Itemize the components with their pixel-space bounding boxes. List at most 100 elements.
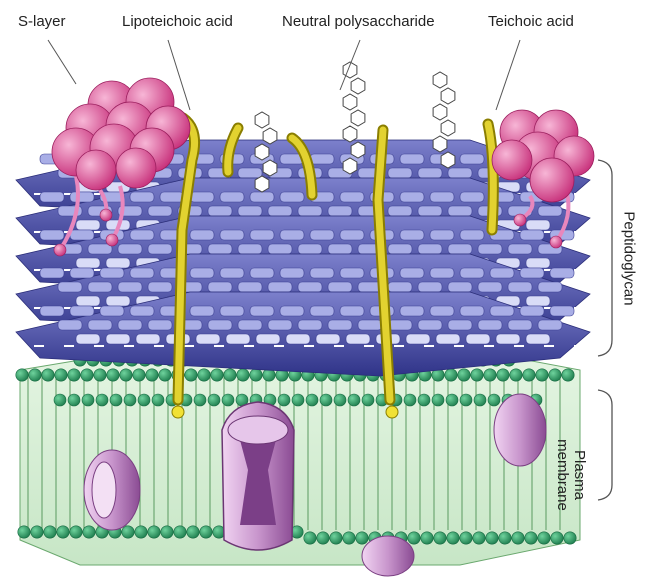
glycan-bead (400, 268, 424, 278)
lipid-head (306, 394, 318, 406)
glycan-bead (538, 282, 562, 292)
glycan-bead (448, 282, 472, 292)
glycan-bead (40, 192, 64, 202)
lipid-head (124, 394, 136, 406)
glycan-bead (208, 244, 232, 254)
lipid-head (564, 532, 576, 544)
lipoteichoic-anchor (172, 406, 184, 418)
lipid-head (512, 532, 524, 544)
glycan-bead (40, 230, 64, 240)
glycan-bead (430, 306, 454, 316)
polysaccharide-hexagon (351, 110, 365, 126)
polysaccharide-hexagon (441, 120, 455, 136)
lipid-head (161, 526, 173, 538)
glycan-bead (418, 168, 442, 178)
polysaccharide-hexagon (343, 94, 357, 110)
s-layer-protein (530, 158, 574, 202)
brackets (598, 160, 612, 500)
glycan-bead (196, 334, 220, 344)
lipid-head (304, 532, 316, 544)
glycan-bead (508, 320, 532, 330)
glycan-bead (310, 230, 334, 240)
glycan-bead (508, 282, 532, 292)
label-plasma-membrane-line1: Plasma (571, 420, 588, 530)
lipid-head (148, 526, 160, 538)
lipid-head (473, 532, 485, 544)
lipid-head (29, 369, 41, 381)
glycan-bead (490, 306, 514, 316)
label-lipoteichoic-acid: Lipoteichoic acid (122, 13, 233, 30)
glycan-bead (250, 192, 274, 202)
glycan-bead (148, 320, 172, 330)
lipid-head (434, 532, 446, 544)
lipid-head (110, 394, 122, 406)
glycan-bead (388, 282, 412, 292)
lipid-head (484, 369, 496, 381)
lipid-head (55, 369, 67, 381)
glycan-bead (340, 192, 364, 202)
glycan-bead (58, 320, 82, 330)
membrane-protein-right (494, 394, 546, 466)
lipid-head (198, 369, 210, 381)
lipid-head (135, 526, 147, 538)
glycan-bead (400, 154, 424, 164)
label-teichoic-acid: Teichoic acid (488, 13, 574, 30)
glycan-bead (400, 306, 424, 316)
glycan-bead (280, 192, 304, 202)
s-layer-anchor (54, 244, 66, 256)
lipid-head (460, 532, 472, 544)
lipid-head (471, 369, 483, 381)
lipid-head (348, 394, 360, 406)
glycan-bead (430, 192, 454, 202)
glycan-bead (340, 306, 364, 316)
glycan-bead (328, 244, 352, 254)
lipid-head (549, 369, 561, 381)
lipid-head (447, 532, 459, 544)
membrane-protein-left (84, 450, 140, 530)
glycan-bead (130, 192, 154, 202)
s-layer-anchor (100, 209, 112, 221)
glycan-bead (478, 282, 502, 292)
glycan-bead (448, 168, 472, 178)
glycan-bead (328, 320, 352, 330)
lipid-head (460, 394, 472, 406)
glycan-bead (508, 244, 532, 254)
s-layer-protein (76, 150, 116, 190)
lipid-head (81, 369, 93, 381)
polysaccharide-hexagon (351, 142, 365, 158)
glycan-bead (310, 268, 334, 278)
glycan-bead (460, 192, 484, 202)
glycan-bead (70, 230, 94, 240)
glycan-bead (526, 296, 550, 306)
glycan-bead (268, 206, 292, 216)
lipid-head (18, 526, 30, 538)
glycan-bead (76, 258, 100, 268)
lipid-head (194, 394, 206, 406)
lipid-head (362, 394, 374, 406)
glycan-bead (106, 296, 130, 306)
glycan-bead (448, 320, 472, 330)
polysaccharide-hexagon (433, 104, 447, 120)
glycan-bead (190, 230, 214, 240)
glycan-bead (70, 268, 94, 278)
glycan-bead (346, 334, 370, 344)
glycan-bead (136, 334, 160, 344)
label-s-layer: S-layer (18, 13, 66, 30)
lipid-head (83, 526, 95, 538)
glycan-bead (100, 306, 124, 316)
lipid-head (174, 526, 186, 538)
glycan-bead (298, 320, 322, 330)
glycan-bead (520, 230, 544, 240)
glycan-bead (286, 334, 310, 344)
lipid-head (488, 394, 500, 406)
polysaccharide-hexagon (255, 176, 269, 192)
glycan-bead (130, 230, 154, 240)
glycan-bead (418, 320, 442, 330)
lipid-head (523, 369, 535, 381)
glycan-bead (220, 306, 244, 316)
lipid-head (44, 526, 56, 538)
lipid-head (70, 526, 82, 538)
lipid-head (474, 394, 486, 406)
lipid-head (486, 532, 498, 544)
glycan-bead (316, 334, 340, 344)
